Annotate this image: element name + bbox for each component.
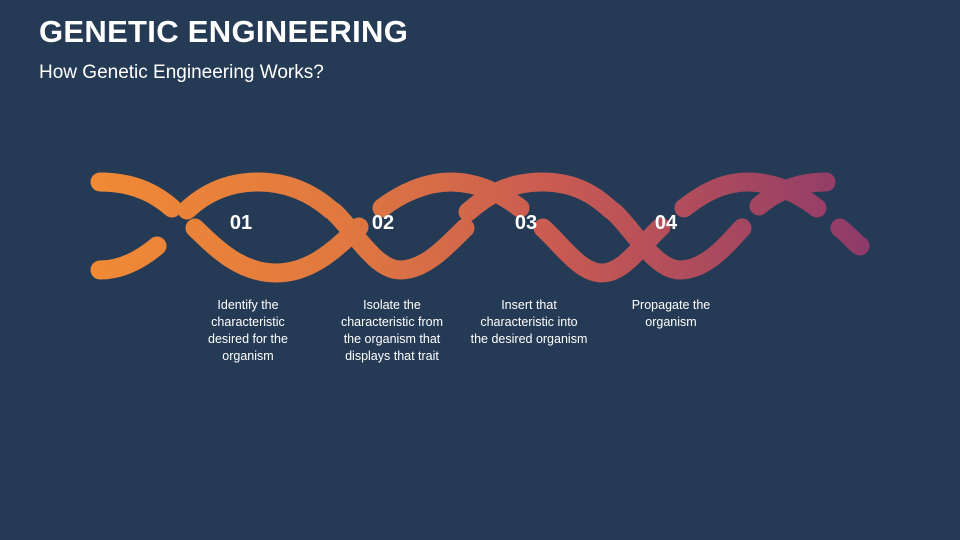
step-description-4: Propagate the organism (631, 298, 711, 329)
step-number-3: 03 (514, 212, 538, 234)
step-number-1: 01 (229, 212, 253, 234)
step-description-2: Isolate the characteristic from the orga… (340, 298, 444, 363)
helix-strand-b (90, 172, 836, 280)
step-description-1: Identify the characteristic desired for … (208, 298, 288, 363)
step-description-3: Insert that characteristic into the desi… (470, 298, 588, 346)
slide-subtitle: How Genetic Engineering Works? (39, 62, 324, 83)
helix-strand-a (90, 172, 870, 283)
slide-title: GENETIC ENGINEERING (39, 14, 409, 49)
step-number-2: 02 (371, 212, 395, 234)
step-number-4: 04 (654, 212, 678, 234)
